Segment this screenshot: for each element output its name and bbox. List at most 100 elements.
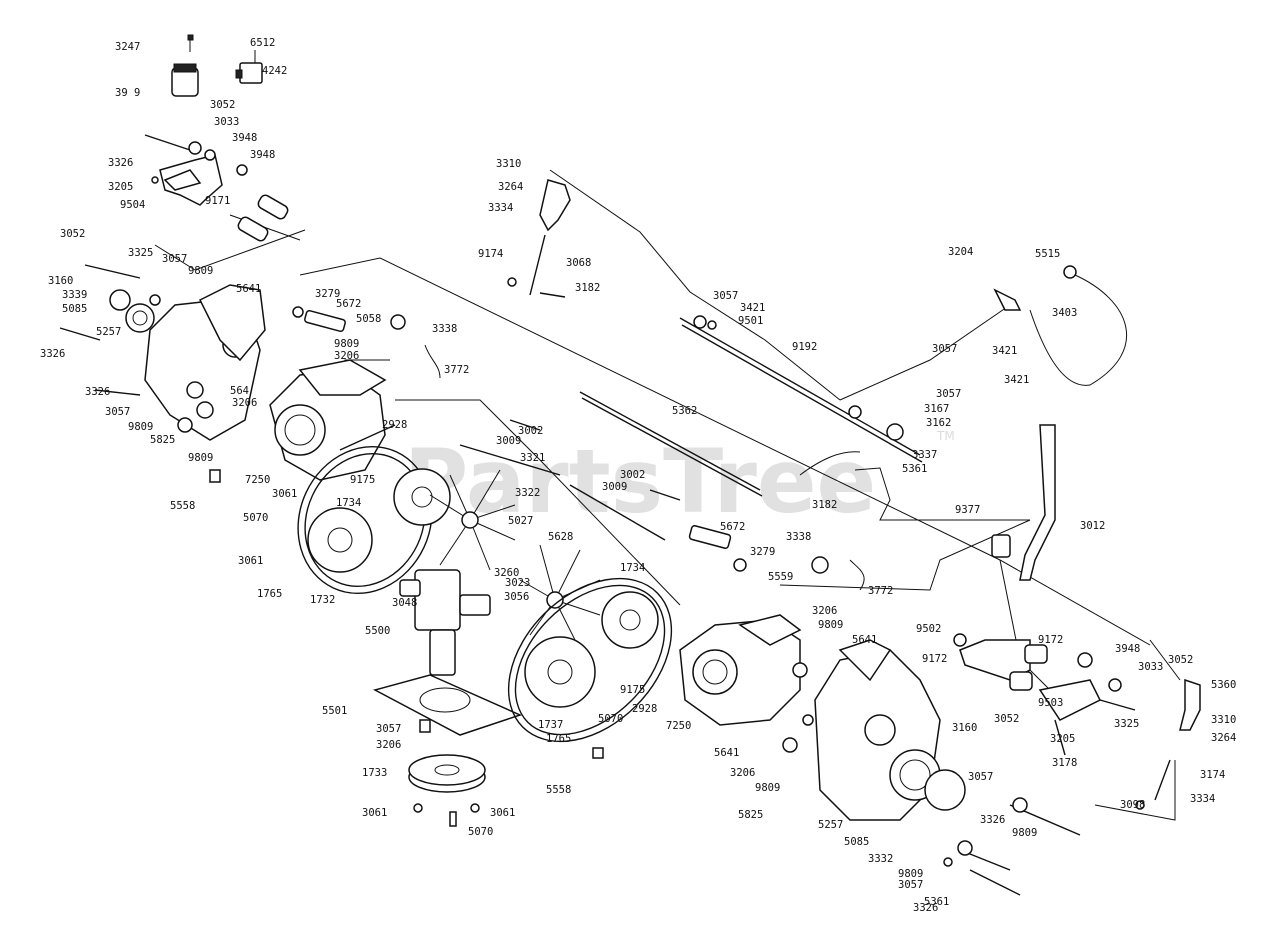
part-number-label: 5558 <box>170 500 195 512</box>
part-number-label: 3162 <box>926 417 951 429</box>
part-number-label: 9809 <box>188 265 213 277</box>
part-number-label: 1734 <box>620 562 645 574</box>
part-number-label: 3279 <box>315 288 340 300</box>
part-number-label: 3247 <box>115 41 140 53</box>
part-number-label: 3264 <box>498 181 523 193</box>
part-number-label: 3098 <box>1120 799 1145 811</box>
part-number-label: 3061 <box>272 488 297 500</box>
center-rods <box>459 391 763 541</box>
control-cable <box>993 265 1128 386</box>
control-lever <box>991 424 1056 581</box>
left-belt-drive <box>297 445 516 595</box>
part-number-label: 5361 <box>924 896 949 908</box>
part-number-label: 3334 <box>1190 793 1215 805</box>
part-number-label: 9174 <box>478 248 503 260</box>
part-number-label: 3057 <box>162 253 187 265</box>
part-number-label: 3310 <box>496 158 521 170</box>
part-number-label: 5085 <box>62 303 87 315</box>
part-number-label: 3052 <box>60 228 85 240</box>
part-number-label: 5641 <box>236 283 261 295</box>
part-number-label: 9501 <box>738 315 763 327</box>
part-number-label: 9809 <box>1012 827 1037 839</box>
part-number-label: 3326 <box>980 814 1005 826</box>
part-number-label: 3948 <box>232 132 257 144</box>
part-number-label: 564 <box>230 385 249 397</box>
part-number-label: 3057 <box>968 771 993 783</box>
upper-bracket-assembly <box>144 134 289 242</box>
part-number-label: 3204 <box>948 246 973 258</box>
part-number-label: 3338 <box>432 323 457 335</box>
part-number-label: 3338 <box>786 531 811 543</box>
part-number-label: 3205 <box>108 181 133 193</box>
part-number-label: 5361 <box>902 463 927 475</box>
right-bracket-assembly <box>953 633 1201 810</box>
right-angle-gearbox <box>372 569 523 736</box>
part-number-label: 3033 <box>214 116 239 128</box>
part-number-label: 9502 <box>916 623 941 635</box>
part-number-label: 5515 <box>1035 248 1060 260</box>
part-number-label: 7250 <box>245 474 270 486</box>
part-number-label: 9503 <box>1038 697 1063 709</box>
part-number-label: 5641 <box>852 634 877 646</box>
part-number-label: 3310 <box>1211 714 1236 726</box>
part-number-label: 5672 <box>336 298 361 310</box>
part-number-label: 3174 <box>1200 769 1225 781</box>
part-number-label: 9171 <box>205 195 230 207</box>
part-number-label: 3339 <box>62 289 87 301</box>
part-number-label: 6512 <box>250 37 275 49</box>
part-number-label: 3321 <box>520 452 545 464</box>
part-number-label: 7250 <box>666 720 691 732</box>
part-number-label: 2928 <box>382 419 407 431</box>
part-number-label: 3009 <box>496 435 521 447</box>
part-number-label: 5672 <box>720 521 745 533</box>
part-number-label: 3772 <box>868 585 893 597</box>
part-number-label: 9175 <box>620 684 645 696</box>
part-number-label: 3403 <box>1052 307 1077 319</box>
part-number-label: 3057 <box>936 388 961 400</box>
part-number-label: 3057 <box>932 343 957 355</box>
part-number-label: 5085 <box>844 836 869 848</box>
part-number-label: 3264 <box>1211 732 1236 744</box>
part-number-label: 3052 <box>210 99 235 111</box>
part-number-label: 9377 <box>955 504 980 516</box>
part-number-label: 9172 <box>922 653 947 665</box>
bottom-pulley <box>408 754 486 827</box>
part-number-label: 9809 <box>128 421 153 433</box>
part-number-label: 5641 <box>714 747 739 759</box>
part-number-label: 3326 <box>85 386 110 398</box>
part-number-label: 5070 <box>598 713 623 725</box>
part-number-label: 3182 <box>812 499 837 511</box>
part-number-label: 3205 <box>1050 733 1075 745</box>
part-number-label: 3056 <box>504 591 529 603</box>
part-number-label: 5825 <box>150 434 175 446</box>
part-number-label: 5501 <box>322 705 347 717</box>
part-number-label: 3326 <box>108 157 133 169</box>
part-number-label: 3332 <box>868 853 893 865</box>
part-number-label: 5070 <box>243 512 268 524</box>
part-number-label: 3023 <box>505 577 530 589</box>
part-number-label: 3061 <box>490 807 515 819</box>
part-number-label: 3061 <box>362 807 387 819</box>
part-number-label: 3337 <box>912 449 937 461</box>
part-number-label: 3057 <box>105 406 130 418</box>
right-hydro-unit <box>592 524 865 759</box>
part-number-label: 5070 <box>468 826 493 838</box>
part-number-label: 5558 <box>546 784 571 796</box>
part-number-label: 1765 <box>546 733 571 745</box>
part-number-label: 9809 <box>898 868 923 880</box>
part-number-label: 3334 <box>488 202 513 214</box>
part-number-label: 3033 <box>1138 661 1163 673</box>
part-number-label: 5027 <box>508 515 533 527</box>
part-number-label: 3057 <box>713 290 738 302</box>
part-number-label: 5628 <box>548 531 573 543</box>
part-number-label: 3167 <box>924 403 949 415</box>
part-number-label: 9809 <box>755 782 780 794</box>
left-gearbox <box>59 264 266 483</box>
part-number-label: 9504 <box>120 199 145 211</box>
part-number-label: 9809 <box>188 452 213 464</box>
left-hydro-unit <box>269 306 441 481</box>
switch-part <box>171 34 199 97</box>
part-number-label: 4242 <box>262 65 287 77</box>
